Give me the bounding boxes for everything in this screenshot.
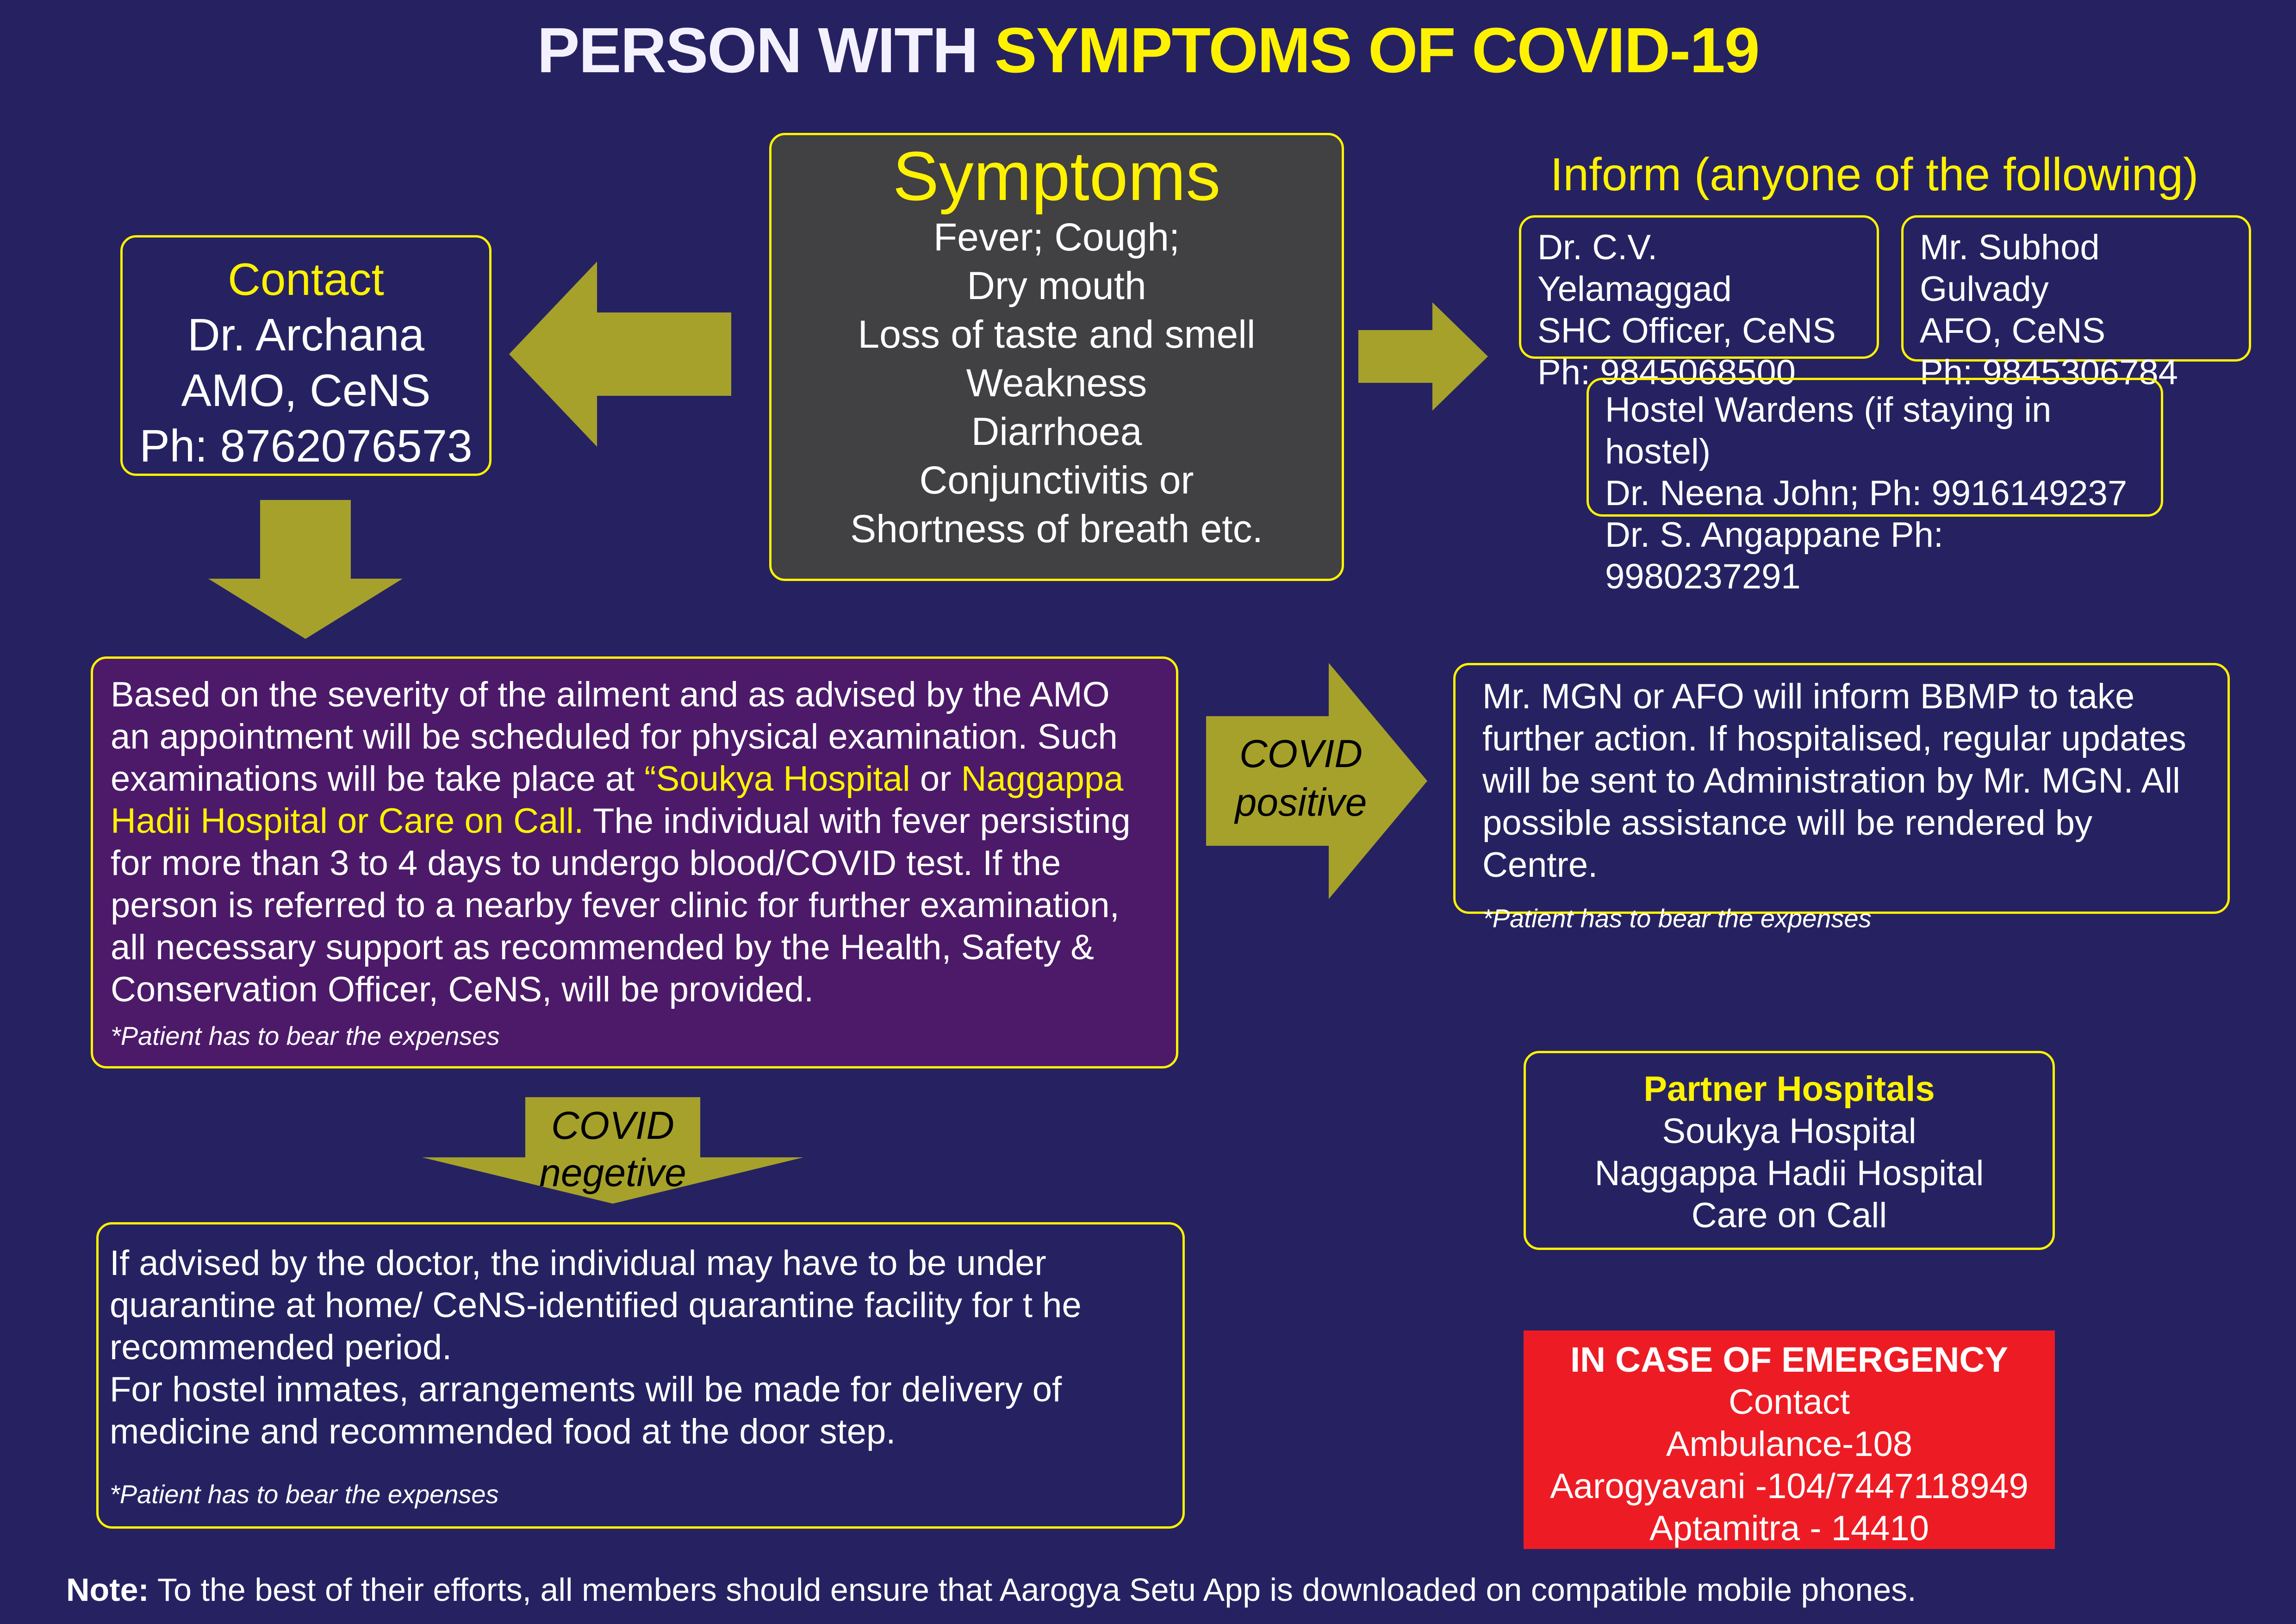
footer-text: To the best of their efforts, all member… [149,1572,1916,1608]
positive-text: Mr. MGN or AFO will inform BBMP to take … [1482,677,2186,885]
positive-box: Mr. MGN or AFO will inform BBMP to take … [1453,663,2230,933]
symptoms-title: Symptoms [892,137,1221,215]
wardens-title: Hostel Wardens (if staying in hostel) [1605,390,2052,471]
severity-hospital-2: Naggappa Hadii Hospital or Care on Call. [111,759,1124,841]
negative-note: *Patient has to bear the expenses [110,1480,499,1509]
symptom-line: Conjunctivitis or [919,458,1194,502]
partner-hospitals-box: Partner Hospitals Soukya Hospital Naggap… [1524,1051,2055,1250]
inform-name: Dr. C.V. Yelamaggad [1537,228,1732,309]
symptom-line: Diarrhoea [971,410,1142,453]
symptom-line: Shortness of breath etc. [850,507,1263,550]
title-part2: SYMPTOMS OF COVID-19 [994,15,1760,86]
severity-text-1: Based on the severity of the ailment and… [111,675,1118,799]
severity-note: *Patient has to bear the expenses [111,1021,500,1050]
negative-box: If advised by the doctor, the individual… [96,1222,1185,1529]
severity-text-2: The individual with fever persisting for… [111,801,1131,1009]
arrow-left-to-contact [509,262,731,447]
footer-label: Note: [66,1572,149,1608]
severity-hospital-1: “Soukya Hospital [644,759,910,799]
inform-phone: Ph: 9845306784 [1920,353,2178,392]
inform-name: Mr. Subhod Gulvady [1920,228,2100,309]
inform-role: AFO, CeNS [1920,311,2106,350]
symptom-line: Dry mouth [967,264,1146,307]
footer-note: Note: To the best of their efforts, all … [66,1571,2241,1608]
contact-phone: Ph: 8762076573 [139,420,473,471]
contact-role: AMO, CeNS [181,365,431,416]
positive-label-line1: COVID [1239,732,1363,775]
symptom-line: Weakness [966,361,1147,405]
negative-label-line1: COVID [551,1104,674,1147]
symptom-line: Fever; Cough; [933,215,1180,259]
negative-text-1: If advised by the doctor, the individual… [110,1243,1082,1367]
partner-item: Naggappa Hadii Hospital [1594,1154,1984,1193]
positive-label-line2: positive [1234,781,1367,824]
inform-subhod-box: Mr. Subhod Gulvady AFO, CeNS Ph: 9845306… [1901,215,2251,392]
arrow-down-to-severity [208,500,403,639]
arrow-covid-negative: COVID negetive [422,1097,803,1204]
negative-label-line2: negetive [539,1151,686,1194]
symptoms-box: Symptoms Fever; Cough; Dry mouth Loss of… [769,133,1344,581]
emergency-title: IN CASE OF EMERGENCY [1570,1340,2008,1380]
contact-title: Contact [228,254,384,305]
contact-name: Dr. Archana [187,309,425,360]
severity-box: Based on the severity of the ailment and… [91,656,1178,1068]
title-part1: PERSON WITH [537,15,995,86]
page-title: PERSON WITH SYMPTOMS OF COVID-19 [0,14,2296,87]
inform-yelamaggad-box: Dr. C.V. Yelamaggad SHC Officer, CeNS Ph… [1519,215,1879,392]
warden-line: Dr. S. Angappane Ph: 9980237291 [1605,515,1943,596]
negative-text-2: For hostel inmates, arrangements will be… [110,1370,1062,1451]
positive-note: *Patient has to bear the expenses [1482,904,1872,933]
arrow-covid-positive: COVID positive [1206,663,1427,899]
partner-item: Care on Call [1691,1196,1887,1235]
emergency-line: Contact [1729,1382,1850,1422]
symptom-line: Loss of taste and smell [858,312,1256,356]
inform-role: SHC Officer, CeNS [1537,311,1836,350]
emergency-line: Aarogyavani -104/7447118949 [1550,1467,2028,1506]
partner-title: Partner Hospitals [1643,1069,1935,1109]
emergency-line: Aptamitra - 14410 [1649,1509,1929,1548]
partner-item: Soukya Hospital [1662,1112,1916,1151]
warden-line: Dr. Neena John; Ph: 9916149237 [1605,474,2128,513]
emergency-box: IN CASE OF EMERGENCY Contact Ambulance-1… [1524,1330,2055,1549]
inform-wardens-box: Hostel Wardens (if staying in hostel) Dr… [1587,378,2163,596]
contact-box: Contact Dr. Archana AMO, CeNS Ph: 876207… [120,235,492,476]
inform-title: Inform (anyone of the following) [1550,149,2199,200]
inform-phone: Ph: 9845068500 [1537,353,1796,392]
arrow-right-to-inform [1358,302,1488,411]
severity-or: or [910,759,961,799]
emergency-line: Ambulance-108 [1666,1424,1913,1464]
